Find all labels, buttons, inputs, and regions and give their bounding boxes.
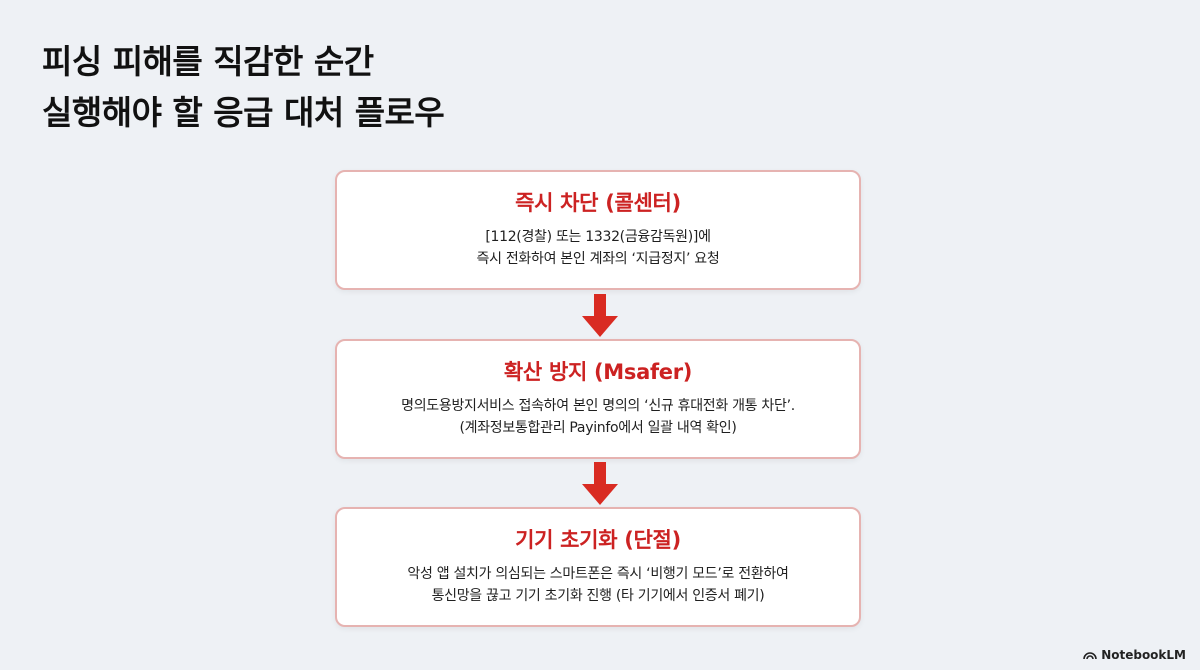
step-description-line: 통신망을 끊고 기기 초기화 진행 (타 기기에서 인증서 폐기) <box>431 588 765 604</box>
step-title: 기기 초기화 (단절) <box>515 528 681 552</box>
down-arrow-icon <box>582 462 618 505</box>
notebooklm-logo-icon <box>1083 652 1097 660</box>
brand-label: NotebookLM <box>1101 648 1186 662</box>
step-description-line: (계좌정보통합관리 Payinfo에서 일괄 내역 확인) <box>459 420 737 436</box>
step-description-line: 명의도용방지서비스 접속하여 본인 명의의 ‘신규 휴대전화 개통 차단’. <box>401 398 795 414</box>
page-title-line-2: 실행해야 할 응급 대처 플로우 <box>42 93 445 132</box>
step-description: 악성 앱 설치가 의심되는 스마트폰은 즉시 ‘비행기 모드’로 전환하여 통신… <box>337 563 859 607</box>
step-description-line: 즉시 전화하여 본인 계좌의 ‘지급정지’ 요청 <box>476 251 720 267</box>
step-card-device-reset: 기기 초기화 (단절) 악성 앱 설치가 의심되는 스마트폰은 즉시 ‘비행기 … <box>335 507 861 627</box>
down-arrow-icon <box>582 294 618 337</box>
step-title: 즉시 차단 (콜센터) <box>515 191 681 215</box>
page-title-line-1: 피싱 피해를 직감한 순간 <box>42 42 374 81</box>
step-card-immediate-block: 즉시 차단 (콜센터) [112(경찰) 또는 1332(금융감독원)]에 즉시… <box>335 170 861 290</box>
step-card-spread-prevention: 확산 방지 (Msafer) 명의도용방지서비스 접속하여 본인 명의의 ‘신규… <box>335 339 861 459</box>
step-description-line: 악성 앱 설치가 의심되는 스마트폰은 즉시 ‘비행기 모드’로 전환하여 <box>407 566 789 582</box>
notebooklm-brand: NotebookLM <box>1083 648 1186 662</box>
step-description: 명의도용방지서비스 접속하여 본인 명의의 ‘신규 휴대전화 개통 차단’. (… <box>337 395 859 439</box>
step-description-line: [112(경찰) 또는 1332(금융감독원)]에 <box>485 229 711 245</box>
step-title: 확산 방지 (Msafer) <box>503 360 693 384</box>
step-description: [112(경찰) 또는 1332(금융감독원)]에 즉시 전화하여 본인 계좌의… <box>337 226 859 270</box>
page-title: 피싱 피해를 직감한 순간 실행해야 할 응급 대처 플로우 <box>42 36 445 138</box>
